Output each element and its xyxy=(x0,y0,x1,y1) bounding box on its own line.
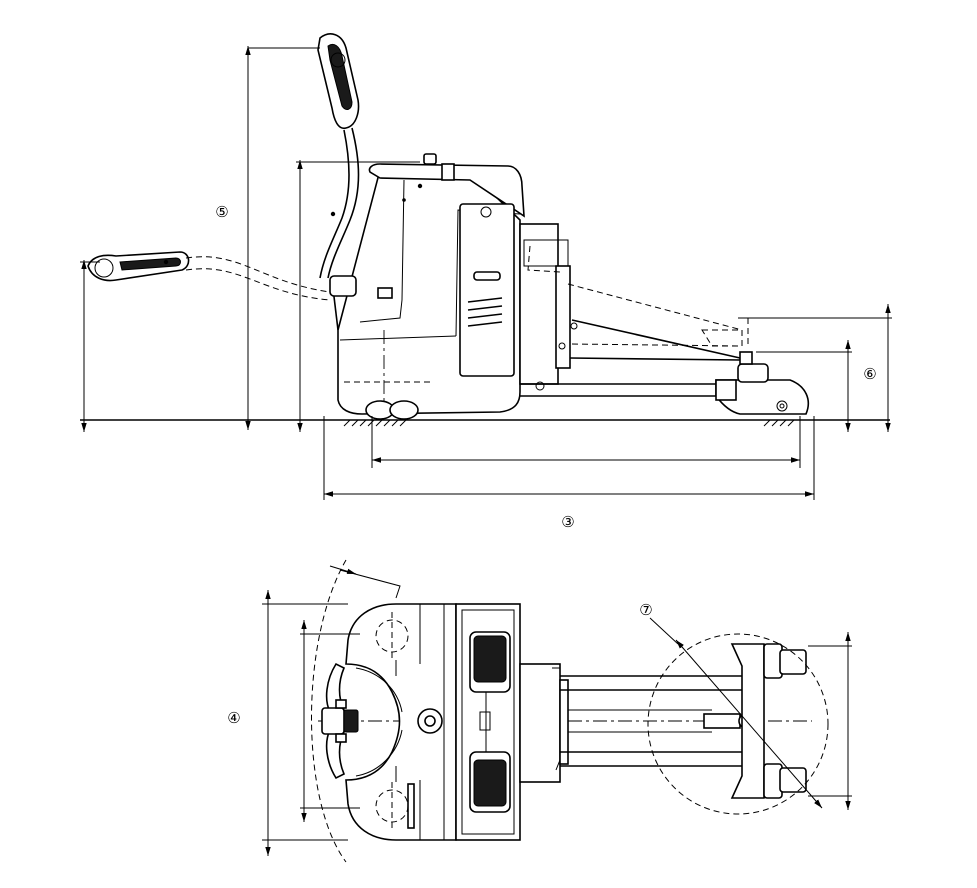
fork-frame xyxy=(519,223,810,415)
callout-7: ⑦ xyxy=(639,601,652,619)
callout-4: ④ xyxy=(227,709,240,727)
top-drive-wheels xyxy=(375,612,409,830)
side-view xyxy=(80,33,892,500)
top-tiller-head xyxy=(321,662,359,780)
top-dimensions xyxy=(262,590,852,856)
side-dimensions xyxy=(80,46,892,500)
ground-hatch xyxy=(343,419,795,427)
tiller-upright xyxy=(317,33,360,279)
turning-circle xyxy=(647,633,829,815)
tiller-lowered xyxy=(87,251,331,301)
callout-5: ⑤ xyxy=(215,203,228,221)
top-view xyxy=(262,559,852,863)
callout-3: ③ xyxy=(561,513,574,531)
dimension-7-line xyxy=(675,639,823,809)
callout-6: ⑥ xyxy=(863,365,876,383)
drive-wheels xyxy=(365,400,419,420)
tiller-swing-arc xyxy=(311,559,347,863)
battery-cover xyxy=(459,203,515,377)
truck-chassis xyxy=(329,153,525,415)
top-body xyxy=(345,603,521,841)
